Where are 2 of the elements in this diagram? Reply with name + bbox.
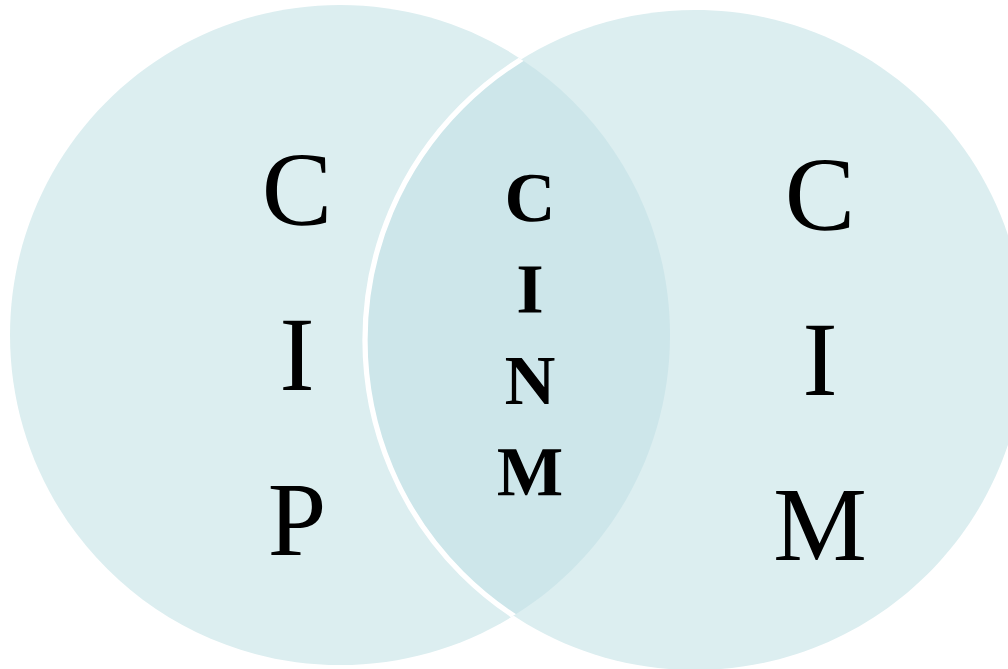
- overlap-region: C I N M: [498, 174, 562, 496]
- node-label: C I M: [776, 159, 864, 561]
